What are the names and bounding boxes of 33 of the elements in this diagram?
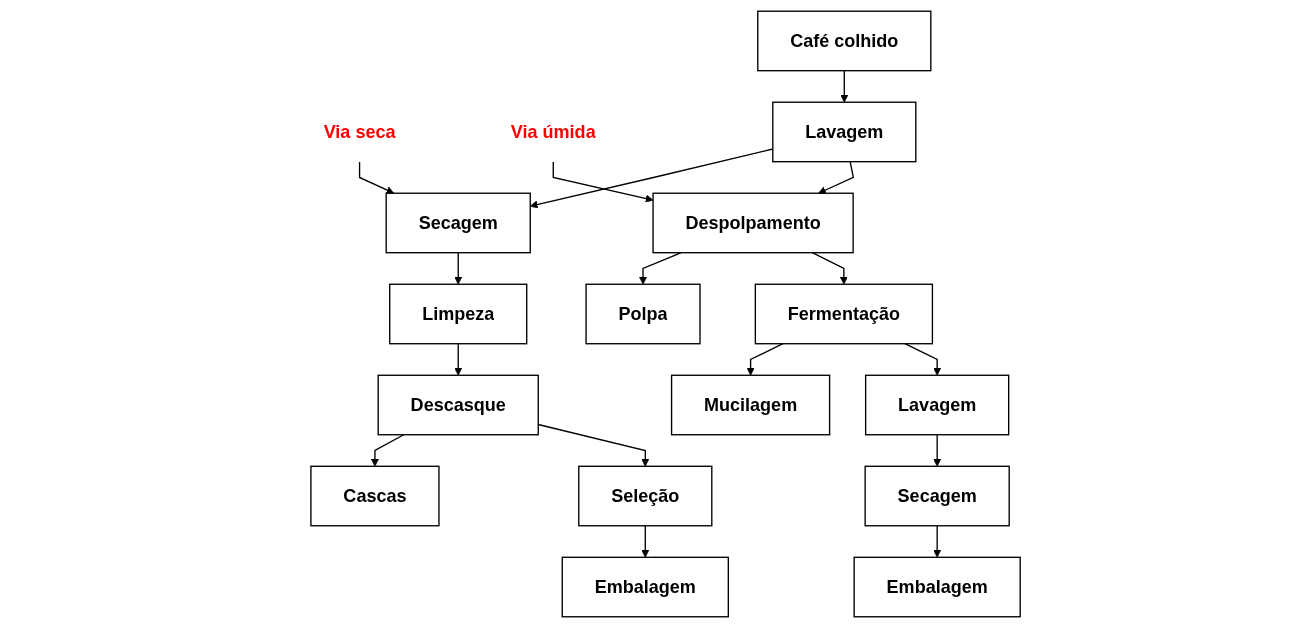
node-box (865, 374, 1010, 436)
arrow (818, 161, 855, 194)
arrow (454, 343, 463, 376)
node-box (754, 283, 934, 345)
flowchart-diagram: Café colhido Via seca Via úmida Lavagem Secagem Despolpamento Limpeza Polpa Fermentação Descasque Mucilagem Lavagem Cascas Seleção Secagem Embalagem Embalagem (284, 4, 1028, 624)
arrow (746, 343, 784, 376)
node-box (585, 283, 701, 345)
arrow (812, 252, 849, 285)
arrow (371, 434, 405, 467)
arrow (933, 434, 942, 467)
node-box (377, 374, 540, 436)
arrow (840, 70, 849, 103)
node-text: Via seca (323, 122, 396, 142)
node-box (385, 192, 532, 254)
arrow (454, 252, 463, 285)
node-box (578, 465, 713, 527)
node-box (853, 556, 1022, 618)
node-box (757, 10, 932, 72)
arrow (933, 525, 942, 558)
node-box (561, 556, 730, 618)
node-box (652, 192, 855, 254)
arrow (530, 148, 774, 209)
node-text: Via úmida (511, 122, 596, 142)
node-box (671, 374, 831, 436)
arrow (359, 161, 395, 194)
node-box (310, 465, 440, 527)
arrow (552, 161, 654, 203)
node-box (772, 101, 917, 163)
node-box (389, 283, 528, 345)
arrow (904, 343, 942, 376)
arrow (641, 525, 650, 558)
arrow (639, 252, 683, 285)
node-box (864, 465, 1011, 527)
